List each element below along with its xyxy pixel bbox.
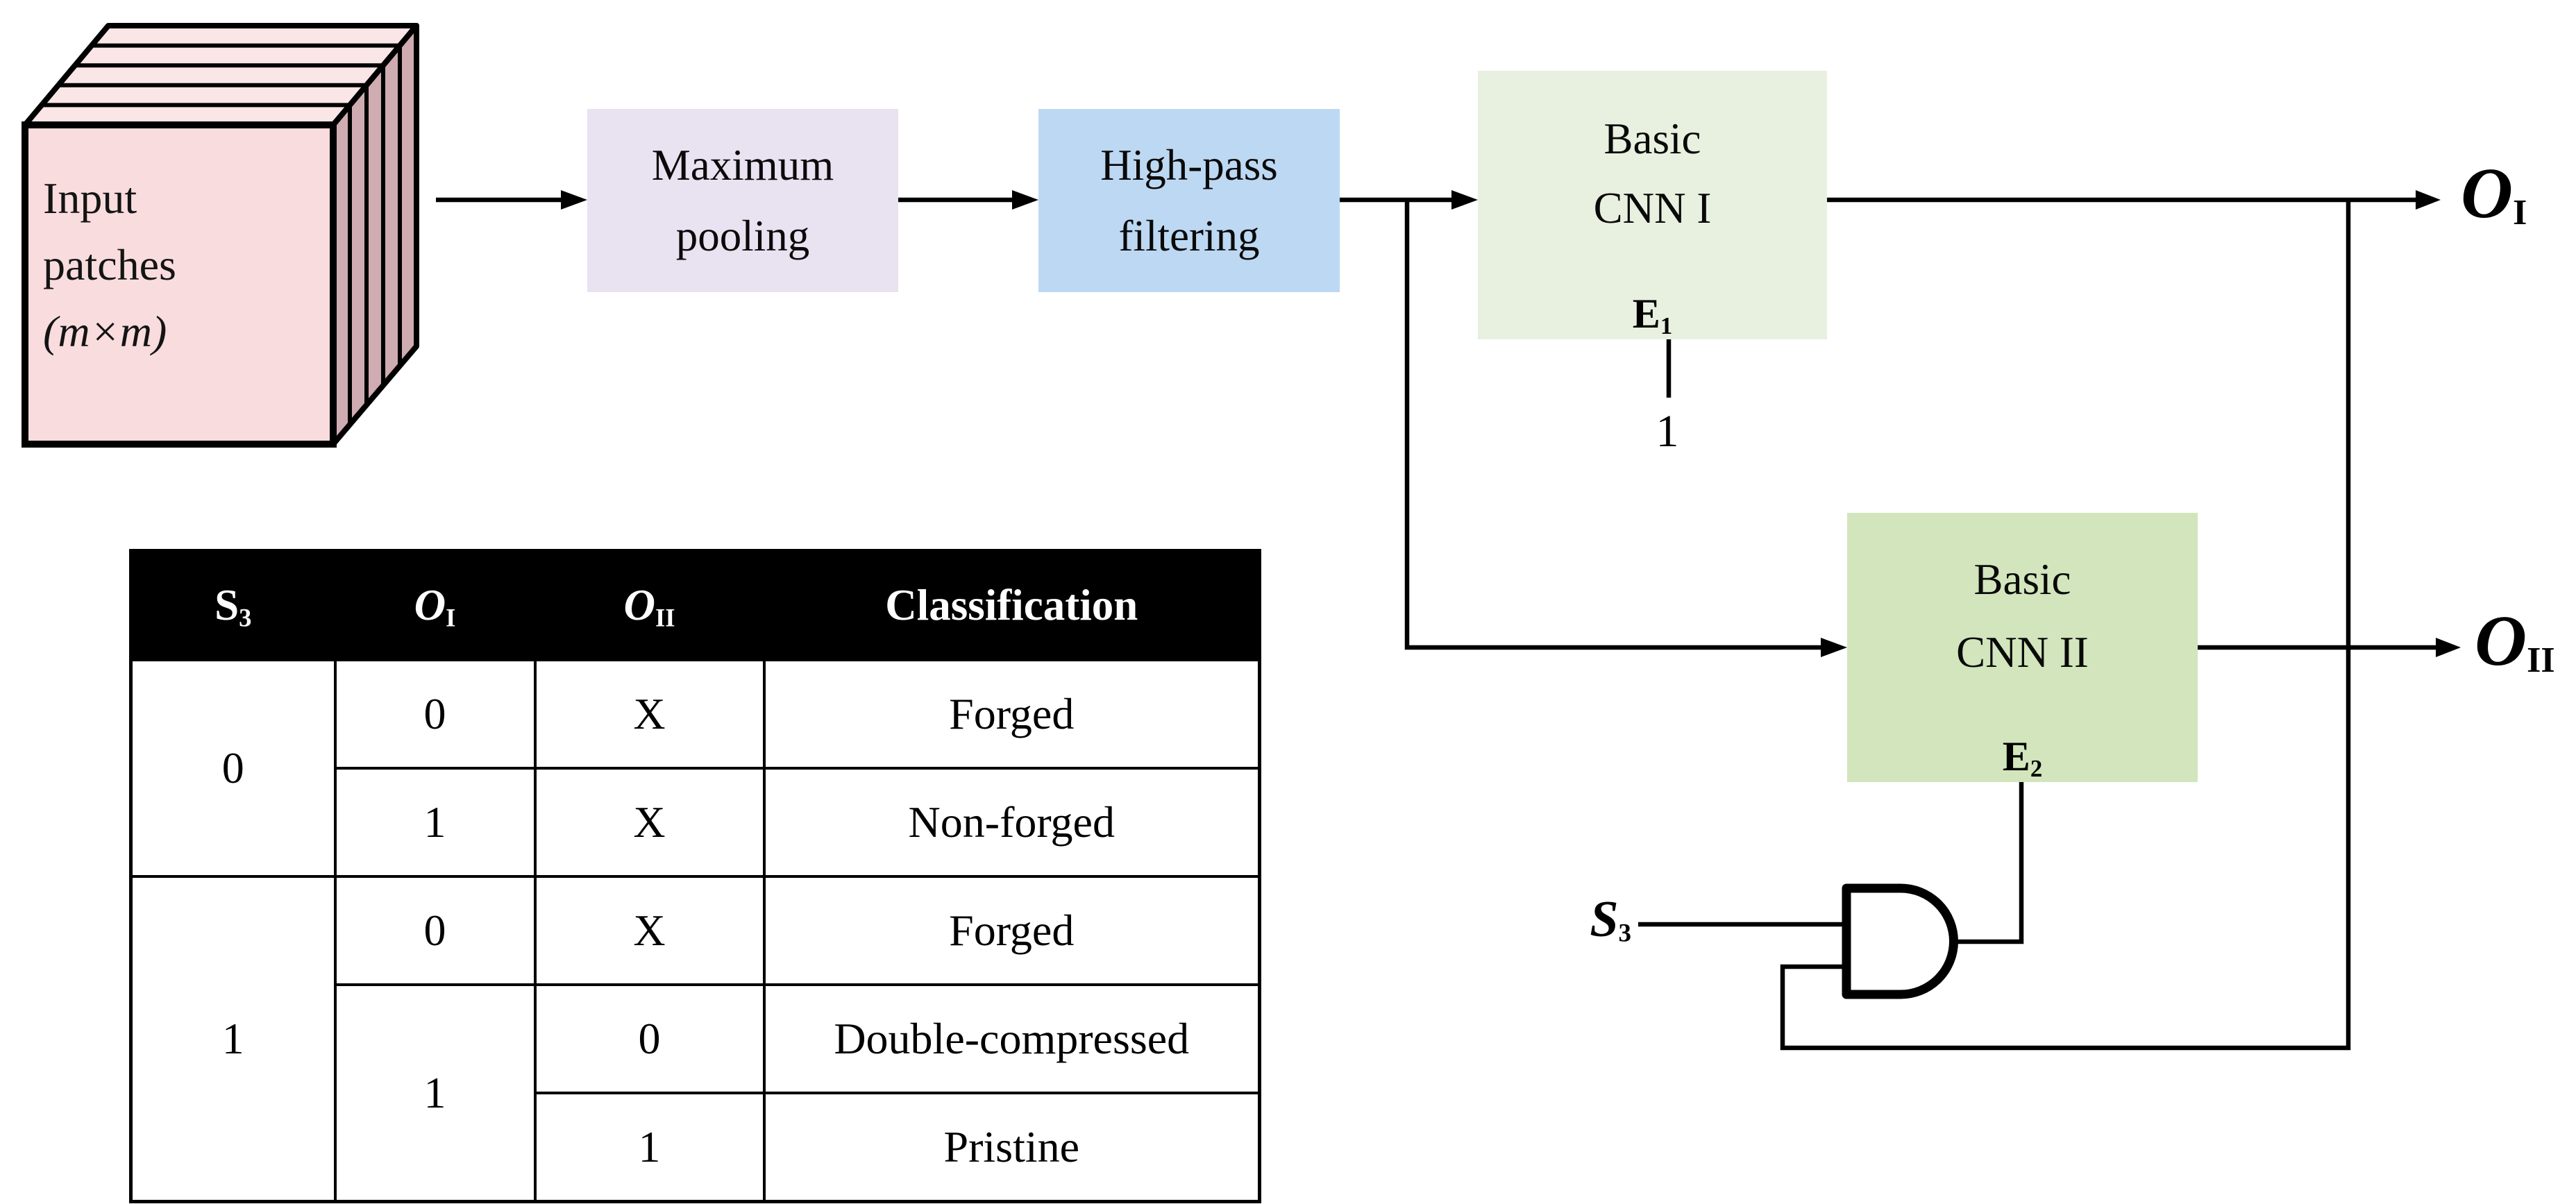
arrowhead-into-highpass xyxy=(1012,190,1038,210)
cnn1-label-line1: Basic xyxy=(1603,115,1701,163)
highpass-filtering-box: High-pass filtering xyxy=(1038,109,1340,292)
connector-wires xyxy=(436,197,2437,1051)
arrowhead-o2 xyxy=(2436,638,2461,657)
header-s3: S3 xyxy=(129,549,337,661)
pooling-label-line2: pooling xyxy=(675,212,810,260)
cube-front-face xyxy=(22,121,337,448)
s3-sub: 3 xyxy=(1618,919,1632,948)
and-gate xyxy=(1842,883,1958,999)
wire-branch-to-cnn2 xyxy=(1404,200,1822,650)
constant-one-label: 1 xyxy=(1656,406,1679,457)
cube-top-stack-lines xyxy=(42,43,400,108)
arrowhead-into-cnn2 xyxy=(1821,638,1847,657)
basic-cnn1-box: Basic CNN I E1 xyxy=(1478,71,1827,339)
cell-r2-o1: 1 xyxy=(333,767,537,878)
wire-o1-feedback-to-gate xyxy=(1780,200,2351,1051)
cnn1-label-line2: CNN I xyxy=(1593,184,1712,232)
cell-r4-class: Double-compressed xyxy=(762,983,1261,1094)
cell-r2-class: Non-forged xyxy=(762,767,1261,878)
header-o2-base: O xyxy=(623,581,656,629)
table-row: 0 0 X Forged xyxy=(129,659,1261,878)
wire-gate-to-e2 xyxy=(1952,782,2024,944)
e1-sub: 1 xyxy=(1660,312,1673,340)
cnn2-e2-label: E2 xyxy=(2002,734,2042,781)
cube-side-stack-lines xyxy=(348,45,402,425)
cell-r3-class: Forged xyxy=(762,875,1261,986)
cell-r1-class: Forged xyxy=(762,659,1261,770)
cell-s3-0: 0 xyxy=(129,659,337,878)
cell-r1-o2: X xyxy=(533,659,766,770)
maximum-pooling-box: Maximum pooling xyxy=(587,109,898,292)
cell-r5-o2: 1 xyxy=(533,1092,766,1203)
s3-base: S xyxy=(1590,891,1619,949)
header-o1-base: O xyxy=(414,581,446,629)
cell-r5-class: Pristine xyxy=(762,1092,1261,1203)
e2-base: E xyxy=(2002,734,2030,779)
arrowhead-into-cnn1 xyxy=(1451,190,1478,210)
header-o1-sub: I xyxy=(446,603,456,632)
table-row: 1 X Non-forged xyxy=(131,767,1261,878)
cell-r2-o2: X xyxy=(533,767,766,878)
arrowhead-o1 xyxy=(2416,190,2441,210)
cell-r3-o1: 0 xyxy=(333,875,537,986)
o2-sub: II xyxy=(2527,641,2555,681)
header-o2-sub: II xyxy=(655,603,675,632)
basic-cnn2-box: Basic CNN II E2 xyxy=(1847,513,2198,782)
cnn2-label-line1: Basic xyxy=(1973,555,2071,604)
classification-truth-table: S3 OI OII Classification 0 0 X Forged 1 … xyxy=(129,549,1261,1203)
input-patches-cube xyxy=(22,23,419,448)
o1-sub: I xyxy=(2513,193,2527,233)
header-o2: OII xyxy=(533,549,766,661)
cnn1-e1-label: E1 xyxy=(1632,291,1672,338)
header-s3-base: S xyxy=(214,581,239,629)
highpass-label-line2: filtering xyxy=(1118,212,1260,260)
input-patches-label: Input patches (m×m) xyxy=(43,165,176,365)
table-row: 1 0 Double-compressed xyxy=(131,983,1261,1203)
cell-r3-o2: X xyxy=(533,875,766,986)
input-patches-size: (m×m) xyxy=(43,307,167,356)
cell-r4-o2: 0 xyxy=(533,983,766,1094)
o2-base: O xyxy=(2475,600,2527,681)
highpass-label-line1: High-pass xyxy=(1100,141,1278,189)
input-patches-line1: Input xyxy=(43,173,137,223)
e1-base: E xyxy=(1632,291,1660,337)
o1-output-label: OI xyxy=(2461,157,2527,233)
s3-input-label: S3 xyxy=(1485,891,1632,949)
o2-output-label: OII xyxy=(2475,604,2555,681)
cell-s3-1: 1 xyxy=(129,875,337,1203)
table-header-row: S3 OI OII Classification xyxy=(129,549,1261,661)
header-s3-sub: 3 xyxy=(239,603,252,632)
table-row: 1 Pristine xyxy=(131,1092,1261,1203)
e2-sub: 2 xyxy=(2030,755,2043,783)
cell-r1-o1: 0 xyxy=(333,659,537,770)
header-classification: Classification xyxy=(762,549,1261,661)
input-patches-line2: patches xyxy=(43,240,176,289)
table-row: 1 0 X Forged xyxy=(129,875,1261,1203)
cell-r45-o1: 1 xyxy=(333,983,537,1203)
o1-base: O xyxy=(2461,153,2514,233)
header-o1: OI xyxy=(333,549,537,661)
arrowhead-into-pooling xyxy=(561,190,587,210)
arrowheads xyxy=(561,190,2461,657)
cnn2-label-line2: CNN II xyxy=(1956,628,2089,677)
pooling-label-line1: Maximum xyxy=(651,141,834,189)
